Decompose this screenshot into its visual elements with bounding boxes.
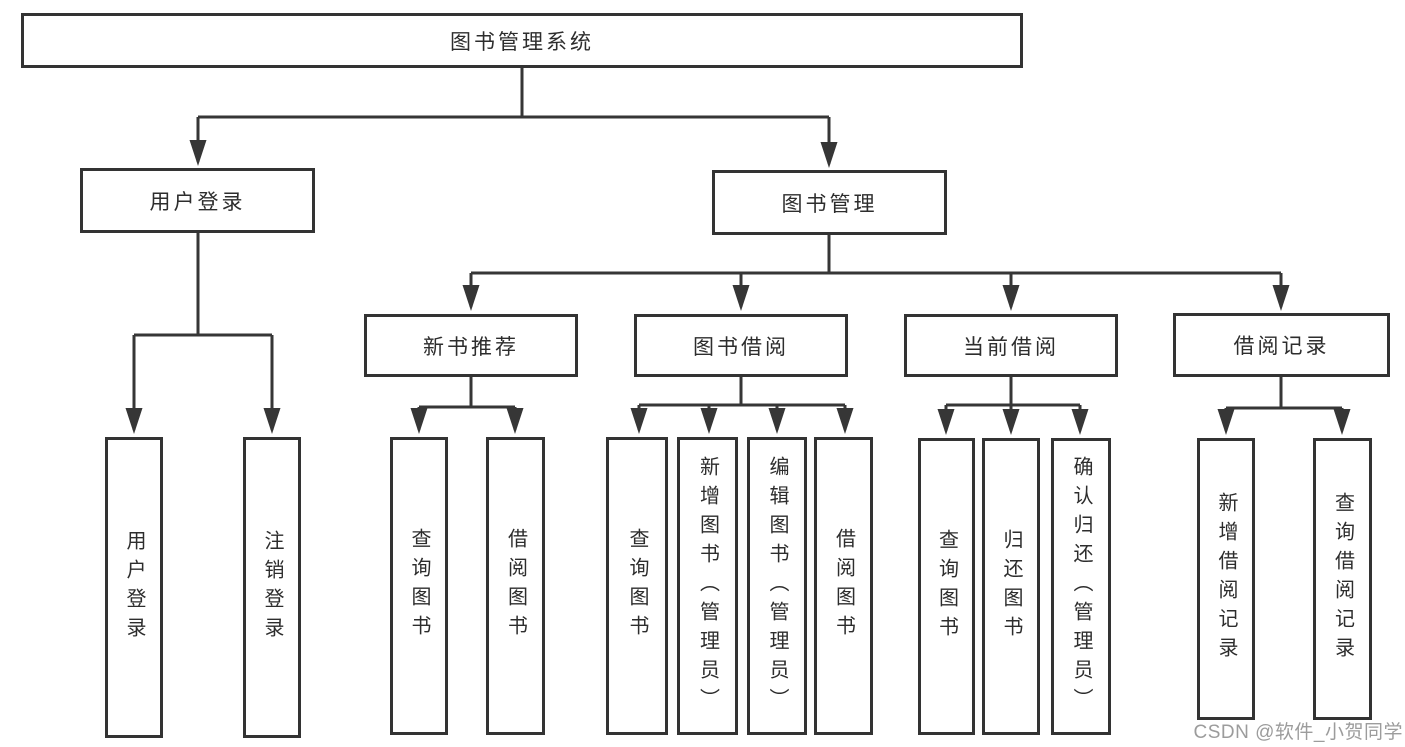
node-leaf-logout: 注销登录: [243, 437, 301, 738]
node-leaf-bb-borrow-books: 借阅图书: [814, 437, 873, 735]
connector-new-book-rec-children: [410, 377, 524, 434]
node-leaf-bb-edit-books-admin: 编辑图书（管理员）: [747, 437, 807, 735]
node-new-book-rec: 新书推荐: [364, 314, 578, 377]
leaf-label-bb-query-books: 查询图书: [626, 528, 648, 644]
leaf-label-rec-borrow-books: 借阅图书: [504, 528, 527, 644]
leaf-label-br-query-record: 查询借阅记录: [1331, 492, 1354, 666]
node-leaf-bb-query-books: 查询图书: [606, 437, 668, 735]
node-user-login: 用户登录: [80, 168, 315, 233]
node-leaf-user-login: 用户登录: [105, 437, 163, 738]
connector-book-mgmt-children: [462, 235, 1290, 311]
node-leaf-rec-query-books: 查询图书: [390, 437, 448, 735]
leaf-label-cb-return-books: 归还图书: [1000, 528, 1022, 645]
node-leaf-cb-return-books: 归还图书: [982, 438, 1040, 735]
leaf-label-user-login: 用户登录: [123, 529, 145, 646]
connector-user-login-children: [125, 233, 281, 434]
leaf-label-bb-borrow-books: 借阅图书: [832, 528, 855, 644]
node-leaf-cb-confirm-return-admin: 确认归还（管理员）: [1051, 438, 1111, 735]
node-root: 图书管理系统: [21, 13, 1023, 68]
connector-borrow-records-children: [1217, 377, 1351, 435]
csdn-watermark: CSDN @软件_小贺同学: [1193, 722, 1403, 743]
leaf-label-bb-edit-books-admin: 编辑图书（管理员）: [766, 455, 788, 717]
node-current-borrow: 当前借阅: [904, 314, 1118, 377]
connector-current-borrow-children: [937, 377, 1089, 435]
node-book-mgmt: 图书管理: [712, 170, 947, 235]
node-leaf-rec-borrow-books: 借阅图书: [486, 437, 545, 735]
leaf-label-bb-add-books-admin: 新增图书（管理员）: [696, 455, 719, 717]
node-book-borrow: 图书借阅: [634, 314, 848, 377]
node-leaf-bb-add-books-admin: 新增图书（管理员）: [677, 437, 738, 735]
leaf-label-br-add-record: 新增借阅记录: [1215, 492, 1237, 666]
leaf-label-cb-confirm-return-admin: 确认归还（管理员）: [1070, 456, 1092, 717]
connector-root-to-level2: [189, 68, 838, 168]
leaf-label-cb-query-books: 查询图书: [935, 528, 958, 645]
leaf-label-logout: 注销登录: [261, 529, 283, 646]
node-leaf-br-add-record: 新增借阅记录: [1197, 438, 1255, 720]
node-borrow-records: 借阅记录: [1173, 313, 1390, 377]
node-leaf-br-query-record: 查询借阅记录: [1313, 438, 1372, 720]
connector-book-borrow-children: [630, 377, 854, 434]
leaf-label-rec-query-books: 查询图书: [408, 528, 430, 644]
node-leaf-cb-query-books: 查询图书: [918, 438, 975, 735]
